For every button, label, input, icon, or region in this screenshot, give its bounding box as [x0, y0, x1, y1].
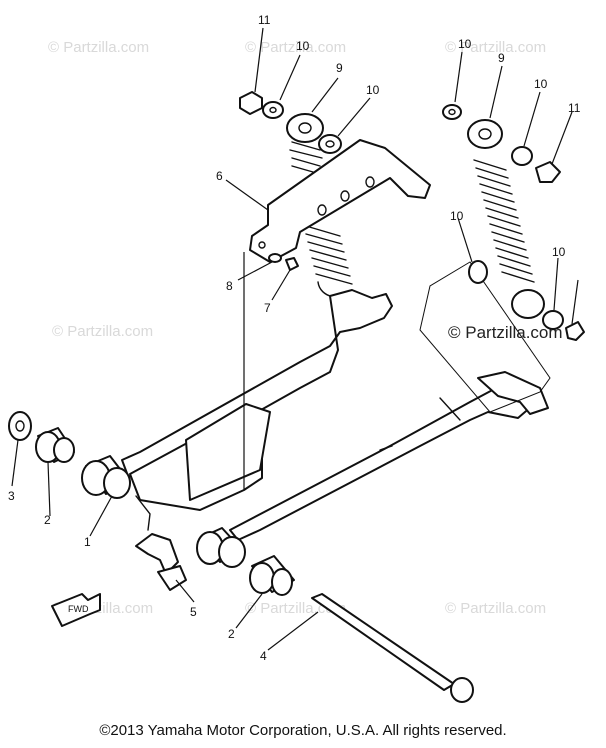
- washer: [268, 253, 282, 263]
- watermark: © Partzilla.com: [245, 39, 346, 56]
- callout-10: 10: [450, 209, 464, 223]
- washer: [262, 101, 284, 119]
- watermark: © Partzilla.com: [445, 600, 546, 617]
- shock-mount-bracket: [249, 139, 431, 263]
- chain-guide-bracket: [135, 533, 187, 591]
- watermark: © Partzilla.com: [445, 39, 546, 56]
- fwd-label: FWD: [68, 604, 89, 614]
- pivot-bushing-left: [81, 455, 131, 499]
- forward-arrow-icon: FWD: [51, 593, 101, 627]
- leader-lines: [11, 27, 579, 651]
- right-shock-absorber: [419, 104, 585, 413]
- bolt: [285, 257, 299, 271]
- callout-10: 10: [296, 39, 310, 53]
- washer: [542, 310, 564, 330]
- washer: [318, 134, 342, 154]
- pivot-shaft: [311, 593, 474, 703]
- callout-8: 8: [226, 279, 233, 293]
- copyright-notice: ©2013 Yamaha Motor Corporation, U.S.A. A…: [99, 722, 507, 739]
- washer: [442, 104, 462, 120]
- callout-numbers: 11 10 9 10 6 8 7 10 9 10 11 10 10 3 2 1 …: [8, 13, 581, 663]
- callout-9: 9: [336, 61, 343, 75]
- pivot-bushing-right: [196, 527, 246, 568]
- cap-nut: [239, 91, 263, 115]
- callout-9: 9: [498, 51, 505, 65]
- callout-5: 5: [190, 605, 197, 619]
- callout-3: 3: [8, 489, 15, 503]
- cap-nut: [565, 321, 585, 341]
- cap: [8, 411, 32, 441]
- cap-nut: [535, 161, 561, 183]
- assembly-outline: [419, 261, 551, 413]
- callout-10: 10: [366, 83, 380, 97]
- callout-4: 4: [260, 649, 267, 663]
- swingarm: [121, 289, 549, 541]
- collar: [249, 555, 295, 596]
- shock-upper-eye: [467, 119, 503, 149]
- shock-spring: [473, 159, 535, 283]
- shock-spring: [289, 141, 353, 285]
- callout-11: 11: [568, 101, 581, 115]
- callout-1: 1: [84, 535, 91, 549]
- washer: [511, 146, 533, 166]
- watermark: © Partzilla.com: [48, 39, 149, 56]
- collar: [35, 427, 75, 463]
- callout-6: 6: [216, 169, 223, 183]
- callout-10: 10: [458, 37, 472, 51]
- callout-10: 10: [552, 245, 566, 259]
- shock-lower-eye: [511, 289, 545, 319]
- callout-7: 7: [264, 301, 271, 315]
- callout-2: 2: [44, 513, 51, 527]
- left-shock-absorber: [239, 91, 353, 298]
- washer: [468, 260, 488, 284]
- watermark: © Partzilla.com: [52, 323, 153, 340]
- callout-11: 11: [258, 13, 271, 27]
- watermark: © Partzilla.com: [448, 323, 563, 342]
- callout-10: 10: [534, 77, 548, 91]
- callout-2: 2: [228, 627, 235, 641]
- shock-upper-eye: [286, 113, 324, 143]
